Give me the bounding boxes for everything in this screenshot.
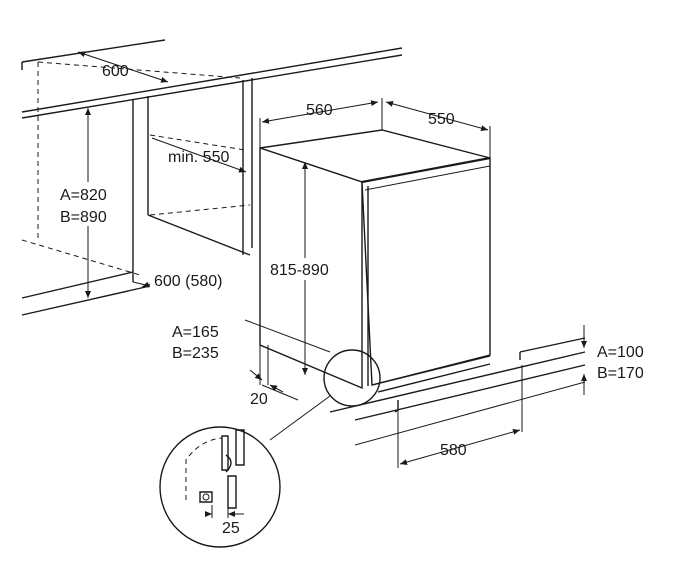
foot-height-dimension: A=100 B=170	[581, 325, 644, 395]
plinth-height-dimension: A=165 B=235 20	[172, 319, 331, 408]
niche-width-dimension: 600	[77, 51, 169, 83]
niche-height-a-label: A=820	[60, 187, 107, 204]
appliance-width-dimension: 560	[259, 98, 383, 148]
floor-plinth	[329, 337, 586, 446]
detail-callout-marker	[269, 349, 381, 441]
min-depth-label: min. 550	[168, 149, 229, 166]
appliance-height-dimension: 815-890	[268, 162, 344, 375]
min-depth-dimension: min. 550	[151, 137, 247, 173]
plinth-b-label: B=235	[172, 345, 219, 362]
appliance-height-label: 815-890	[270, 262, 329, 279]
niche-height-b-label: B=890	[60, 209, 107, 226]
foot-a-label: A=100	[597, 344, 644, 361]
plinth-gap-label: 20	[250, 391, 268, 408]
niche-depth-label: 600 (580)	[154, 273, 223, 290]
appliance-depth-dimension: 550	[385, 100, 491, 158]
detail-gap-label: 25	[222, 520, 240, 537]
foot-b-label: B=170	[597, 365, 644, 382]
appliance-depth-label: 550	[428, 111, 455, 128]
niche-depth-dimension: 600 (580)	[141, 273, 223, 290]
kitchen-niche	[21, 39, 403, 316]
plinth-a-label: A=165	[172, 324, 219, 341]
detail-view: 25	[159, 426, 281, 548]
niche-width-label: 600	[102, 63, 129, 80]
foot-depth-label: 580	[440, 442, 467, 459]
foot-depth-dimension: 580	[397, 365, 523, 468]
niche-height-dimension: A=820 B=890	[58, 108, 130, 298]
appliance-width-label: 560	[306, 102, 333, 119]
